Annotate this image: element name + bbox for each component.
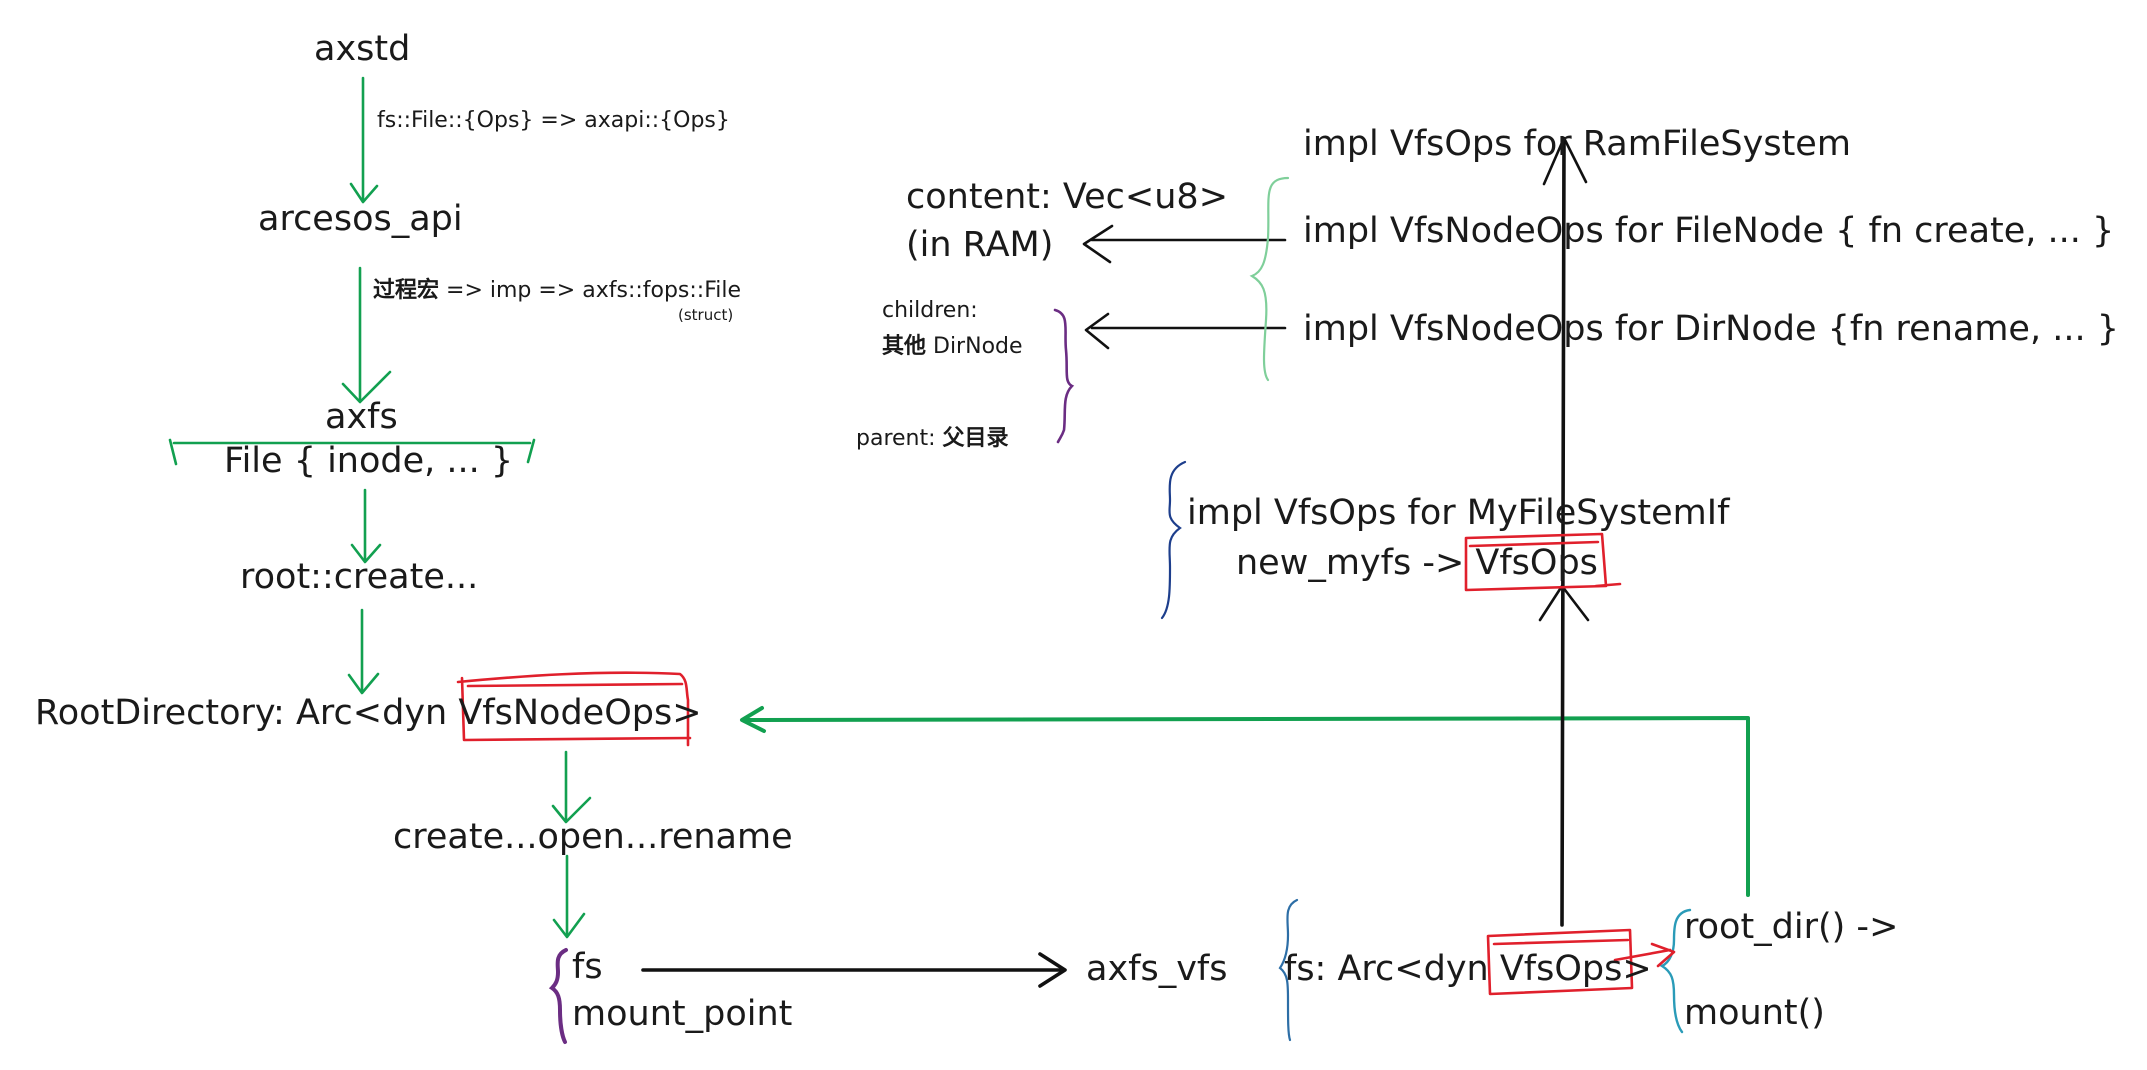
new-myfs-vfsops: VfsOps [1475,543,1598,583]
brace-fs-mount-point [548,948,568,1044]
node-root-create: root::create... [240,557,479,597]
children-dirnode-label: DirNode [926,334,1023,359]
edge-label-struct-note: (struct) [678,306,734,324]
edge-axstd-to-arcesos-api [349,76,379,204]
node-create-open-rename: create...open...rename [393,817,793,857]
node-impl-dirnode: impl VfsNodeOps for DirNode {fn rename, … [1303,309,2119,349]
proc-macro-label: 过程宏 [373,278,440,303]
node-mount-point: mount_point [572,994,793,1034]
edge-label-axstd-to-api: fs::File::{Ops} => axapi::{Ops} [377,108,730,133]
edge-axfs-to-root-create [350,488,382,564]
fs-arc-suffix: > [1622,949,1652,989]
node-content-vec: content: Vec<u8> [906,177,1229,217]
edge-filenode-to-content [1082,224,1287,264]
node-root-dir: root_dir() -> [1684,907,1899,947]
highlight-box-root-vfsnodeops [456,671,692,747]
edge-fs-to-axfs-vfs [641,952,1067,988]
highlight-box-myfs-vfsops [1464,532,1622,592]
new-myfs-prefix: new_myfs -> [1236,543,1476,583]
root-directory-vfsnodeops: VfsNodeOps [458,693,673,733]
node-file-struct: File { inode, ... } [224,441,514,481]
node-root-directory: RootDirectory: Arc<dyn VfsNodeOps> [35,696,702,731]
fs-arc-prefix: fs: Arc<dyn [1284,949,1500,989]
node-fs: fs [572,947,603,987]
brace-axfs-vfs-fields [1278,898,1299,1042]
axfs-divider-bracket [168,438,536,466]
children-other-label: 其他 [882,334,927,359]
brace-myfs-group [1160,460,1187,620]
root-directory-suffix: > [672,693,702,733]
edge-dirnode-to-children [1084,312,1287,350]
node-impl-filenode: impl VfsNodeOps for FileNode { fn create… [1303,211,2115,251]
edge-label-api-to-axfs: 过程宏 => imp => axfs::fops::File [373,280,741,302]
highlight-box-axfs-vfsops [1486,928,1676,996]
node-impl-myfs: impl VfsOps for MyFileSystemIf [1187,493,1730,533]
node-children-value: 其他 DirNode [882,336,1023,358]
edge-root-dir-back-to-rootdirectory [740,706,1750,897]
node-axfs: axfs [325,397,398,437]
node-parent: parent: 父目录 [856,428,1009,450]
parent-label: parent: [856,426,943,451]
edge-arcesos-api-to-axfs [341,266,392,404]
node-arcesos-api: arcesos_api [258,199,463,239]
edge-root-create-to-rootdirectory [347,608,380,695]
node-content-in-ram: (in RAM) [906,225,1054,265]
fs-arc-vfsops: VfsOps [1499,949,1623,989]
node-axstd: axstd [314,29,411,69]
root-directory-prefix: RootDirectory: Arc<dyn [35,693,459,733]
node-axfs-vfs: axfs_vfs [1086,949,1228,989]
brace-ram-fs-group [1249,176,1290,382]
node-children-label: children: [882,298,978,323]
parent-dir-label: 父目录 [942,426,1009,451]
proc-macro-chain: => imp => axfs::fops::File [439,278,742,303]
edge-rootdirectory-to-create-open-rename [551,750,592,824]
node-impl-ram-filesystem: impl VfsOps for RamFileSystem [1303,124,1851,164]
node-mount: mount() [1684,993,1825,1033]
node-fs-arc: fs: Arc<dyn VfsOps> [1284,952,1652,987]
edge-vfsops-up-to-ramfilesystem [1542,136,1588,927]
brace-root-dir-mount [1659,908,1692,1034]
brace-dirnode-fields [1053,308,1075,444]
edge-create-open-rename-to-fs [552,854,586,939]
node-new-myfs: new_myfs -> VfsOps [1236,546,1598,581]
